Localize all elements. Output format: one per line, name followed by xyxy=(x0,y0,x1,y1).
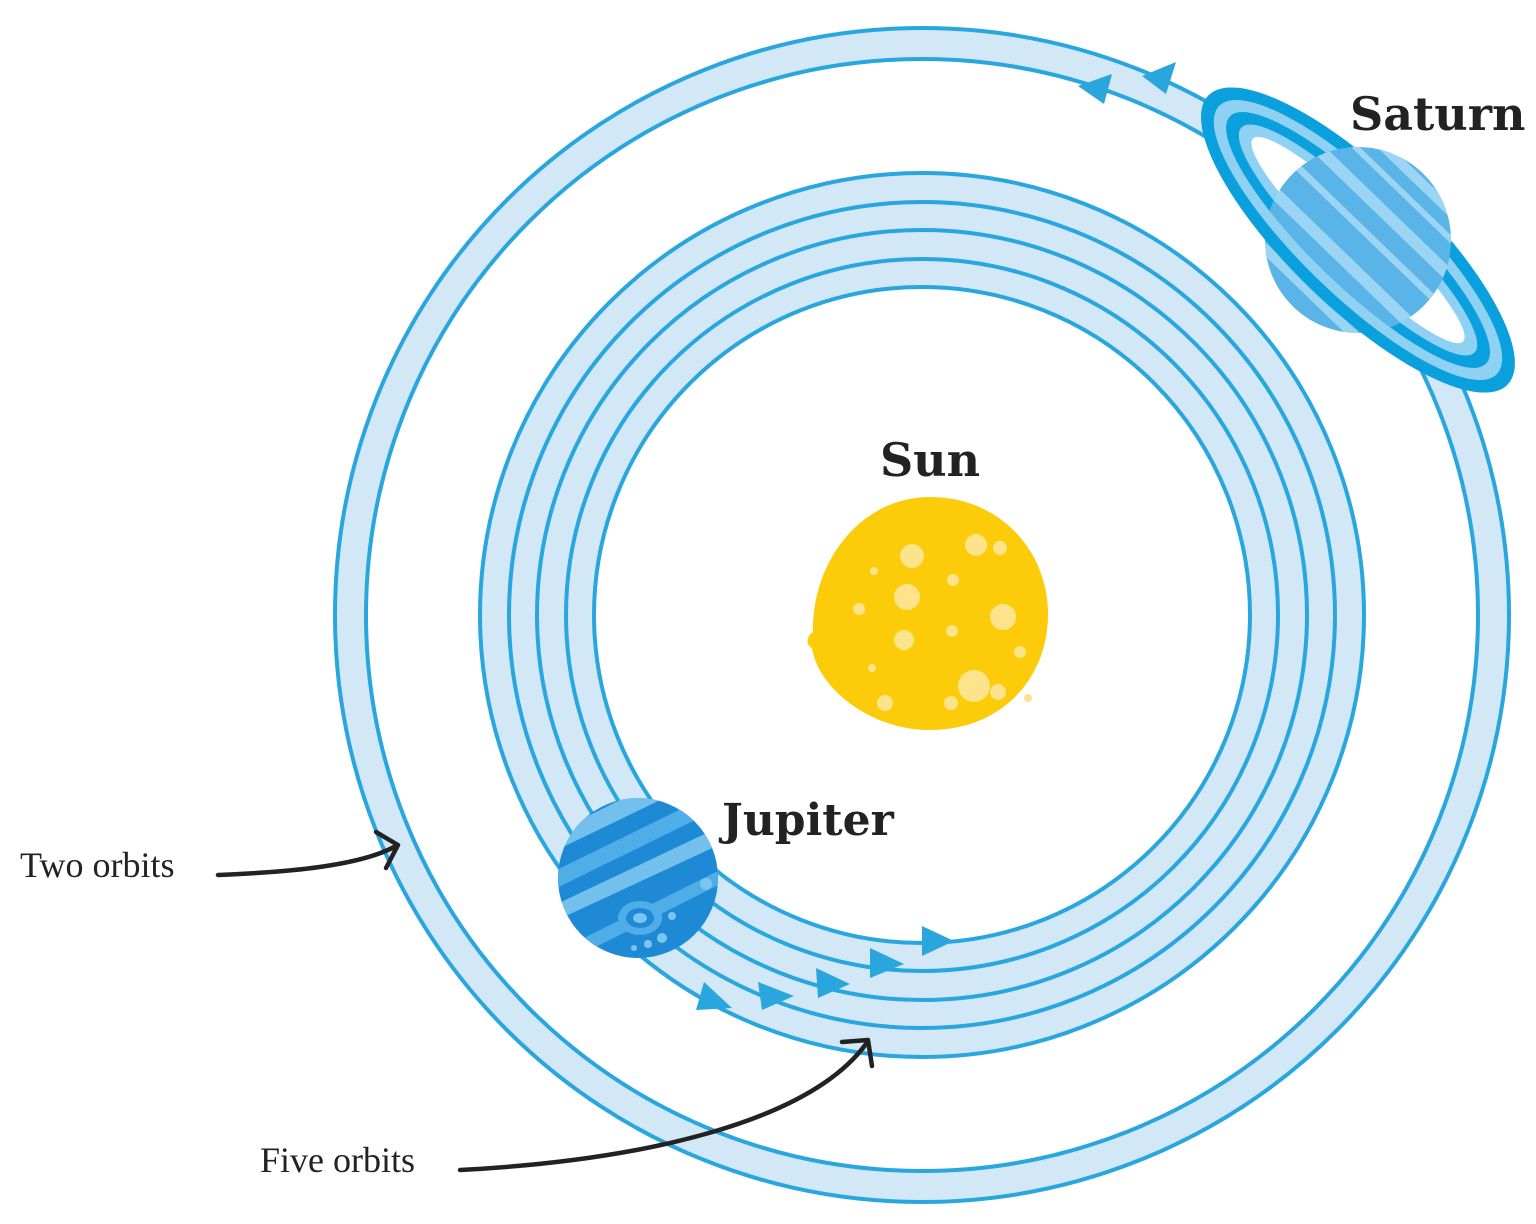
five-orbits-arrowhead xyxy=(839,1037,875,1069)
saturn-orbit-arrow-inner xyxy=(1078,74,1112,104)
two-orbits-arrow-shaft xyxy=(215,843,399,878)
five-orbits-arrow-shaft xyxy=(457,1041,869,1173)
jupiter-orbit-1 xyxy=(478,171,1366,1059)
sun-body xyxy=(807,497,1048,730)
saturn-orbit-outer xyxy=(333,26,1511,1204)
jupiter-orbit-arrow-4 xyxy=(870,948,904,978)
saturn-label: Saturn xyxy=(1350,87,1525,141)
sun-label: Sun xyxy=(880,433,980,487)
saturn-orbits xyxy=(333,26,1511,1204)
jupiter-orbit-3 xyxy=(535,228,1309,1002)
jupiter-orbit-arrow-2 xyxy=(758,982,794,1010)
saturn-orbit-inner xyxy=(364,57,1480,1173)
jupiter-orbit-arrows xyxy=(696,926,954,1010)
saturn-orbit-arrow-outer xyxy=(1142,62,1176,94)
saturn xyxy=(1201,87,1515,393)
jupiter-orbits xyxy=(478,171,1366,1059)
sun xyxy=(807,497,1048,730)
jupiter-orbit-arrow-3 xyxy=(816,968,850,998)
two-orbits-label: Two orbits xyxy=(20,845,174,885)
sun-spots xyxy=(853,534,1032,711)
callout-arrows xyxy=(215,829,875,1173)
jupiter-orbit-arrow-1 xyxy=(696,982,732,1010)
two-orbits-arrowhead xyxy=(373,829,401,871)
five-orbits-label: Five orbits xyxy=(260,1140,415,1180)
jupiter-orbit-4 xyxy=(564,257,1280,973)
jupiter xyxy=(558,798,718,958)
saturn-orbit-band xyxy=(335,28,1509,1202)
jupiter-orbit-arrow-5 xyxy=(922,926,954,956)
jupiter-label: Jupiter xyxy=(718,795,895,846)
jupiter-orbit-2 xyxy=(507,200,1337,1030)
saturn-orbit-arrows xyxy=(1078,62,1176,104)
jupiter-bands xyxy=(558,798,718,958)
